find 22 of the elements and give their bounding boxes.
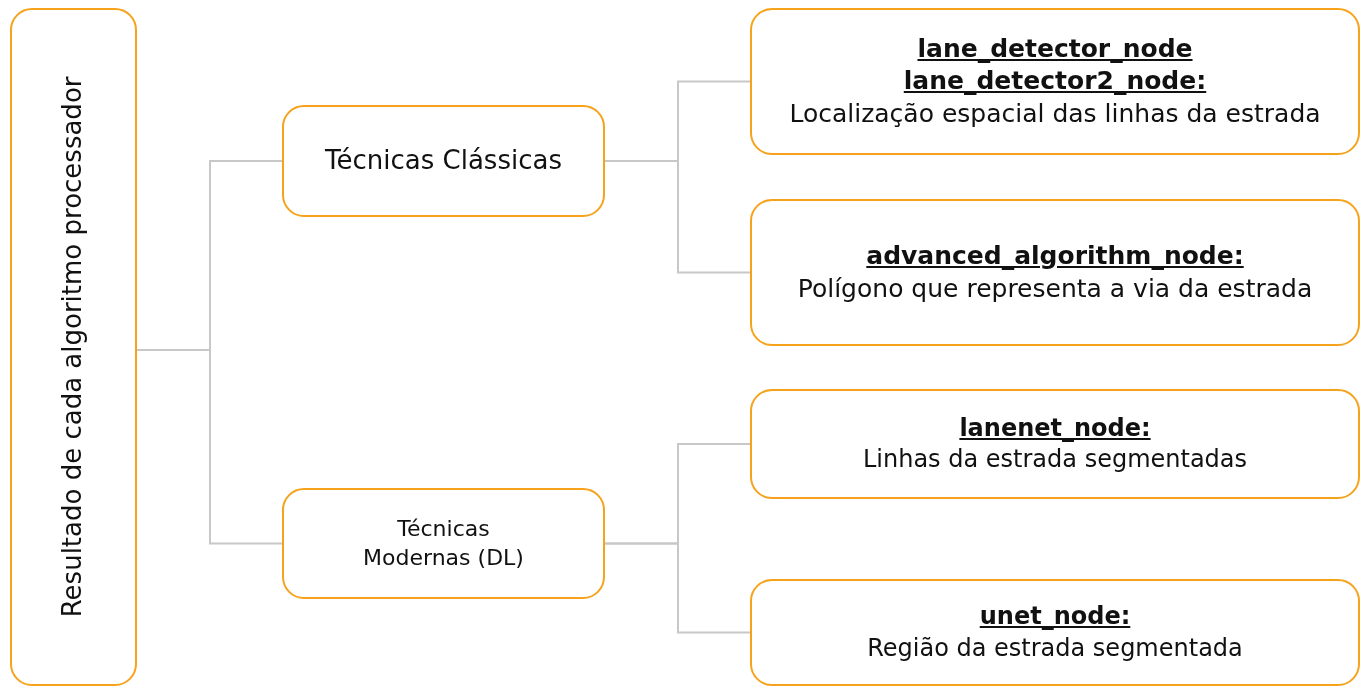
node-name: lane_detector_node (917, 32, 1193, 65)
algorithm-box (750, 389, 1360, 499)
node-name: advanced_algorithm_node: (866, 240, 1244, 272)
node-name: unet_node: (979, 601, 1131, 633)
category-box (282, 105, 605, 217)
box-label: Resultado de cada algoritmo processador (56, 76, 89, 618)
category-box (10, 8, 137, 686)
description-text: Polígono que representa a via da estrada (797, 272, 1313, 305)
connector-line (136, 349, 283, 545)
description-text: Linhas da estrada segmentadas (862, 444, 1248, 475)
description-text: Localização espacial das linhas da estrada (789, 97, 1321, 130)
algorithm-box (750, 199, 1360, 346)
box-label: Técnicas Clássicas (325, 144, 562, 178)
box-label: Técnicas Modernas (DL) (362, 514, 525, 572)
description-text: Região da estrada segmentada (867, 632, 1243, 664)
node-name: lane_detector2_node: (903, 65, 1207, 98)
algorithm-box (750, 579, 1360, 686)
node-name: lanenet_node: (959, 412, 1151, 444)
algorithm-box (750, 8, 1360, 155)
connector-line (604, 542, 751, 634)
category-box (282, 488, 605, 599)
connector-line (604, 160, 751, 274)
